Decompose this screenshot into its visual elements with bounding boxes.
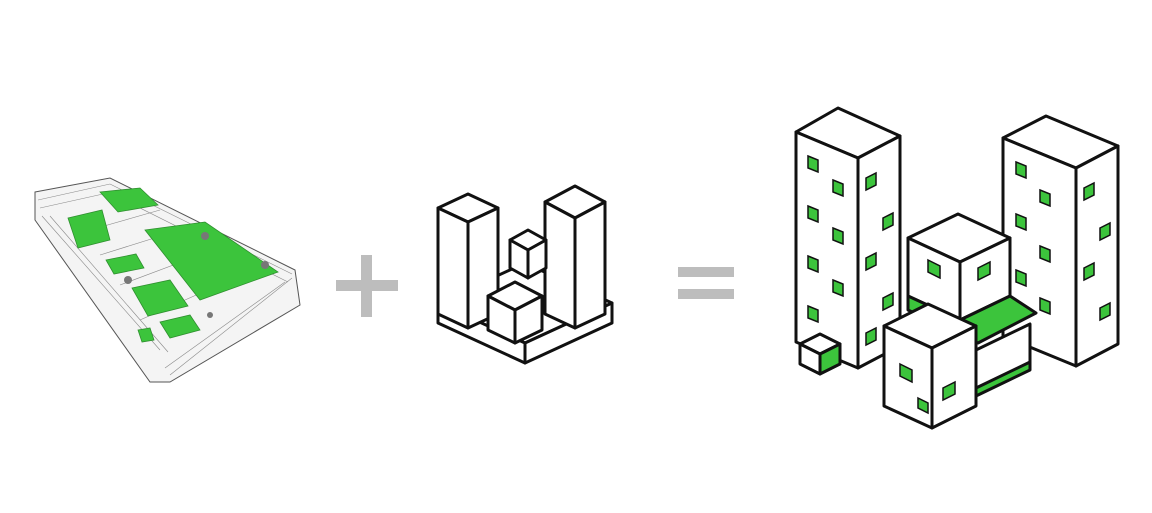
massing-back-cube-side — [526, 238, 548, 280]
courtyard-green-4 — [105, 253, 145, 275]
small-box-side — [818, 342, 842, 376]
front-wing-green — [974, 360, 1032, 398]
courtyard-house-sketch — [30, 170, 310, 385]
plus-operator — [336, 255, 398, 317]
right-tower-side — [1074, 144, 1120, 368]
left-tower-front — [794, 130, 860, 370]
courtyard-green-3 — [144, 221, 279, 301]
front-block-side — [930, 324, 978, 430]
courtyard-green-1 — [99, 187, 159, 213]
u-form-massing-diagram — [430, 178, 620, 368]
courtyard-green-5 — [131, 279, 189, 317]
massing-left-tower-front — [436, 206, 470, 330]
massing-front-block-side — [513, 294, 544, 345]
courtyard-green-7 — [137, 327, 155, 343]
massing-right-tower-side — [573, 200, 607, 330]
courtyard-green-6 — [159, 314, 201, 339]
equals-operator — [678, 265, 734, 301]
green-tower-cluster — [778, 98, 1128, 440]
courtyard-green-2 — [67, 209, 111, 249]
massing-right-tower-front — [543, 200, 577, 330]
